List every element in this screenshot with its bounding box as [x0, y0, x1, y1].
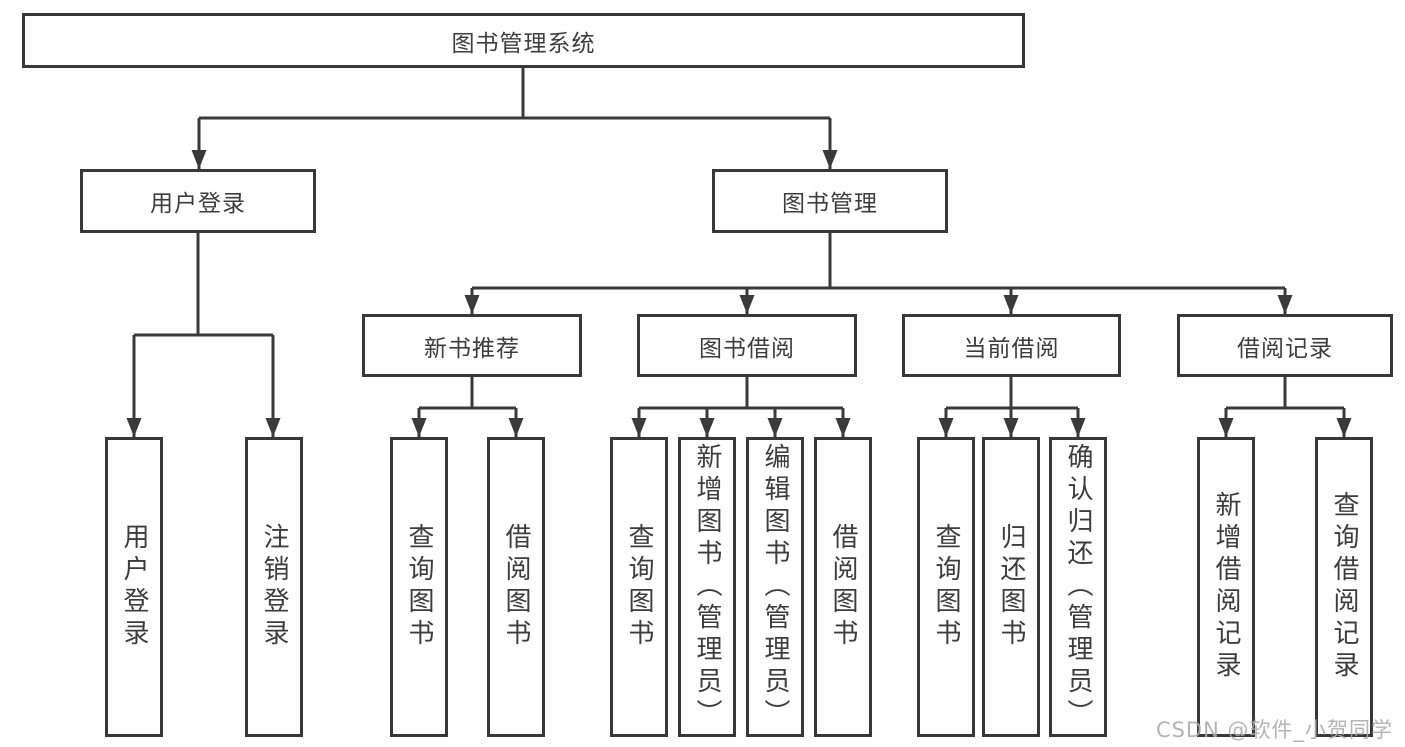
connector-new-book-trunk	[419, 377, 516, 410]
leaf-query-books-current-label: 查询图书	[931, 523, 961, 651]
leaf-query-borrow-record: 查询借阅记录	[1315, 437, 1373, 737]
leaf-return-book-label: 归还图书	[996, 523, 1026, 651]
leaf-user-login-label: 用户登录	[119, 523, 149, 651]
leaf-edit-book-admin-label: 编辑图书（管理员）	[760, 443, 790, 731]
leaf-query-books-borrow: 查询图书	[610, 437, 668, 737]
leaf-logout-label: 注销登录	[259, 523, 289, 651]
leaf-user-login: 用户登录	[105, 437, 163, 737]
leaf-confirm-return-admin-label: 确认归还（管理员）	[1063, 443, 1093, 731]
leaf-return-book: 归还图书	[982, 437, 1040, 737]
leaf-logout: 注销登录	[245, 437, 303, 737]
node-user-login: 用户登录	[80, 169, 316, 233]
node-book-mgmt-label: 图书管理	[782, 191, 878, 217]
connector-user-login-trunk	[134, 233, 273, 337]
node-current-borrow-label: 当前借阅	[963, 335, 1060, 362]
leaf-query-books-current: 查询图书	[917, 437, 975, 737]
csdn-watermark: CSDN @软件_小贺同学	[1155, 718, 1393, 742]
connector-book-mgmt-trunk	[472, 233, 1285, 290]
connector-root-trunk	[199, 68, 830, 120]
leaf-add-borrow-record: 新增借阅记录	[1197, 437, 1255, 737]
leaf-query-borrow-record-label: 查询借阅记录	[1329, 491, 1359, 683]
leaf-add-book-admin-label: 新增图书（管理员）	[692, 443, 722, 731]
connector-current-borrow-trunk	[946, 377, 1078, 410]
leaf-borrow-books-recommend: 借阅图书	[487, 437, 545, 737]
node-book-borrow: 图书借阅	[637, 314, 857, 377]
leaf-borrow-books-recommend-label: 借阅图书	[501, 523, 531, 651]
node-root: 图书管理系统	[22, 13, 1025, 68]
node-user-login-label: 用户登录	[150, 191, 246, 217]
leaf-query-books-borrow-label: 查询图书	[624, 523, 654, 651]
node-borrow-records-label: 借阅记录	[1237, 335, 1333, 362]
leaf-add-book-admin: 新增图书（管理员）	[678, 437, 736, 737]
leaf-query-books-recommend: 查询图书	[390, 437, 448, 737]
leaf-edit-book-admin: 编辑图书（管理员）	[746, 437, 804, 737]
leaf-borrow-books-borrow-label: 借阅图书	[828, 523, 858, 651]
node-current-borrow: 当前借阅	[902, 314, 1121, 377]
leaf-add-borrow-record-label: 新增借阅记录	[1211, 491, 1241, 683]
leaf-query-books-recommend-label: 查询图书	[404, 523, 434, 651]
connector-book-borrow-trunk	[639, 377, 843, 410]
node-new-book-recommend-label: 新书推荐	[424, 335, 520, 362]
node-new-book-recommend: 新书推荐	[362, 314, 582, 377]
node-book-mgmt: 图书管理	[712, 169, 948, 233]
leaf-borrow-books-borrow: 借阅图书	[814, 437, 872, 737]
node-borrow-records: 借阅记录	[1177, 314, 1393, 377]
leaf-confirm-return-admin: 确认归还（管理员）	[1049, 437, 1107, 737]
node-book-borrow-label: 图书借阅	[699, 335, 795, 362]
node-root-label: 图书管理系统	[451, 30, 596, 57]
connector-borrow-records-trunk	[1226, 377, 1344, 410]
